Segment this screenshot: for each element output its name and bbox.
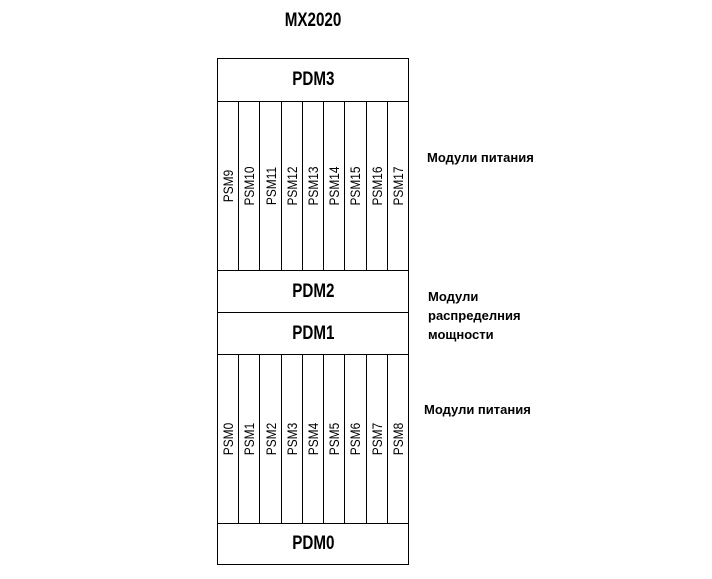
- psm-slot: PSM15: [345, 102, 367, 270]
- psm-label: PSM12: [283, 166, 300, 206]
- psm-label: PSM1: [241, 422, 258, 456]
- pdm1-label: PDM1: [291, 322, 335, 344]
- psm-slot: PSM12: [282, 102, 303, 270]
- psm-label: PSM6: [347, 422, 364, 456]
- psm-slot: PSM16: [367, 102, 388, 270]
- pdm0-label: PDM0: [291, 533, 335, 554]
- psm-label: PSM11: [262, 166, 279, 206]
- pdm2-module: PDM2: [218, 271, 408, 313]
- pdm1-module: PDM1: [218, 313, 408, 355]
- psm-slot: PSM13: [303, 102, 325, 270]
- psm-label: PSM0: [220, 422, 237, 456]
- psm-slot: PSM8: [388, 355, 408, 523]
- pdm3-module: PDM3: [218, 59, 408, 102]
- psm-label: PSM10: [241, 166, 258, 206]
- distribution-label-line: мощности: [428, 327, 494, 342]
- psm-slot: PSM5: [324, 355, 346, 523]
- distribution-modules-label: Модули распределния мощности: [428, 287, 521, 344]
- psm-label: PSM16: [368, 166, 385, 206]
- upper-power-modules-label: Модули питания: [427, 150, 534, 165]
- psm-slot: PSM7: [367, 355, 388, 523]
- psm-slot: PSM14: [324, 102, 346, 270]
- psm-label: PSM15: [347, 166, 364, 206]
- psm-label: PSM4: [304, 422, 321, 456]
- chassis-title: MX2020: [284, 10, 342, 31]
- pdm3-label: PDM3: [291, 69, 335, 90]
- psm-label: PSM9: [220, 169, 237, 203]
- psm-slot: PSM6: [345, 355, 367, 523]
- psm-slot: PSM3: [282, 355, 303, 523]
- psm-label: PSM14: [326, 166, 343, 206]
- distribution-label-line: распределния: [428, 308, 521, 323]
- psm-slot: PSM0: [218, 355, 240, 523]
- psm-slot: PSM10: [239, 102, 261, 270]
- psm-slot: PSM11: [260, 102, 282, 270]
- psm-slot: PSM17: [388, 102, 408, 270]
- psm-slot: PSM9: [218, 102, 240, 270]
- distribution-label-line: Модули: [428, 289, 479, 304]
- psm-label: PSM3: [283, 422, 300, 456]
- psm-slot: PSM4: [303, 355, 325, 523]
- psm-label: PSM13: [304, 166, 321, 206]
- psm-slot: PSM2: [260, 355, 282, 523]
- psm-label: PSM5: [326, 422, 343, 456]
- pdm0-module: PDM0: [218, 524, 408, 564]
- pdm2-label: PDM2: [291, 280, 335, 302]
- psm-label: PSM8: [389, 422, 406, 456]
- psm-label: PSM17: [389, 166, 406, 206]
- lower-power-modules-label: Модули питания: [424, 402, 531, 417]
- psm-label: PSM7: [368, 422, 385, 456]
- psm-label: PSM2: [262, 422, 279, 456]
- psm-slot: PSM1: [239, 355, 261, 523]
